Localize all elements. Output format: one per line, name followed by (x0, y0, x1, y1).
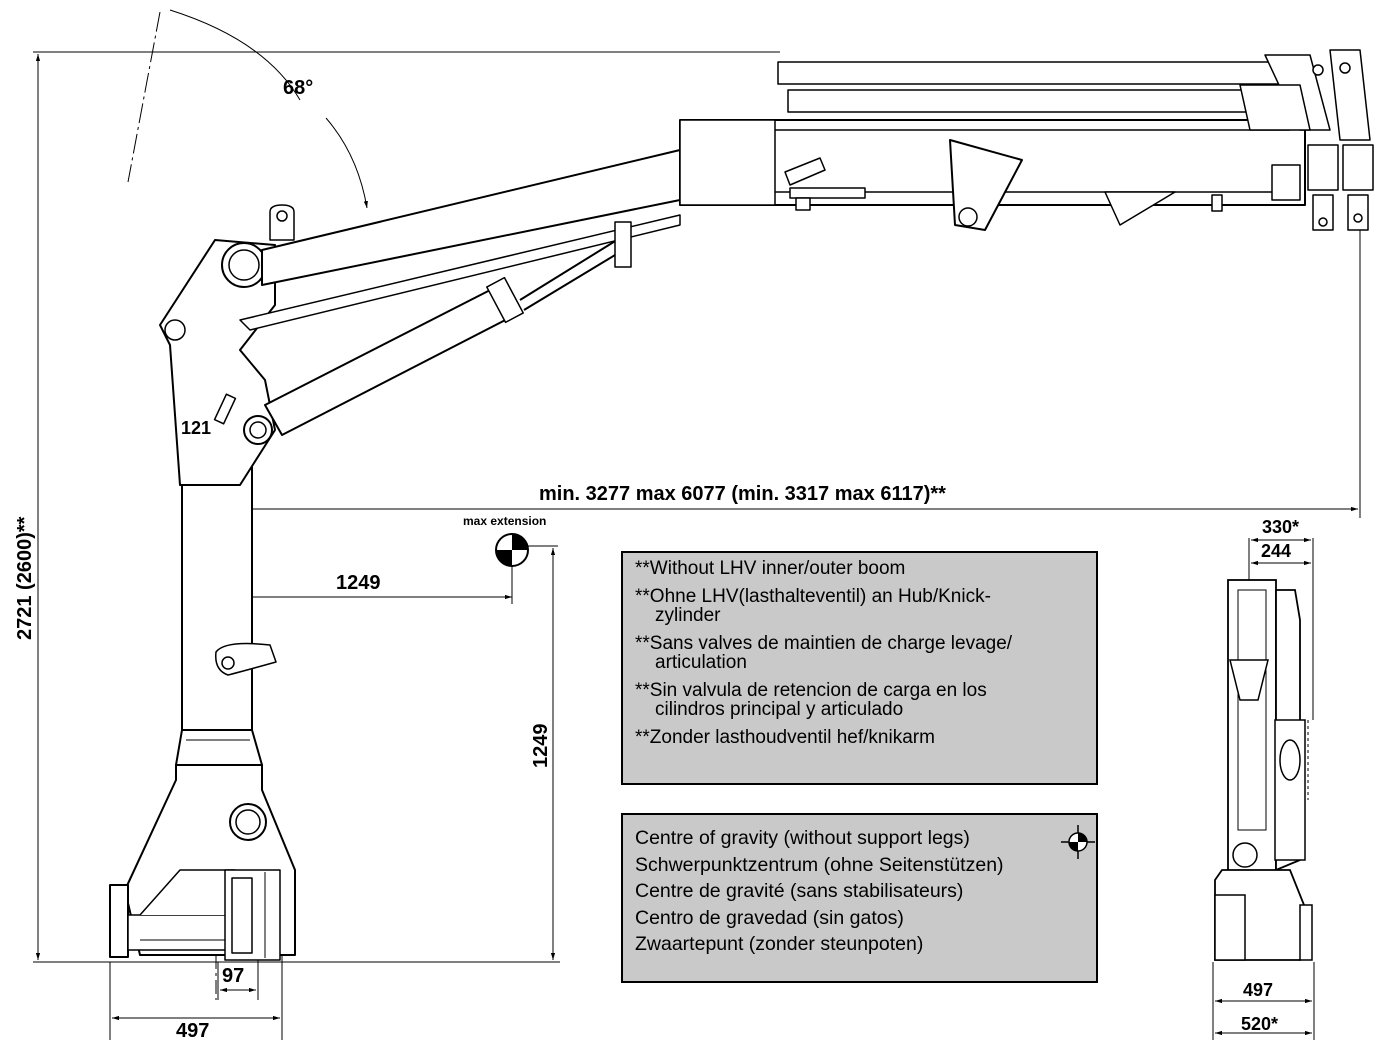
reach-label: min. 3277 max 6077 (min. 3317 max 6117)*… (539, 483, 946, 505)
note-item: **Zonder lasthoudventil hef/knikarm (635, 728, 1086, 747)
crane-side-view (109, 49, 1374, 961)
horizontal-cg-label: 1249 (336, 572, 381, 594)
note-line: **Without LHV inner/outer boom (635, 558, 906, 579)
angle-label: 68° (283, 77, 313, 99)
note-item: **Sin valvula de retencion de carga en l… (635, 681, 1086, 719)
cg-legend-line-de: Schwerpunktzentrum (ohne Seitenstützen) (635, 853, 1004, 876)
offset-97-label: 97 (222, 965, 244, 987)
side-width-497-label: 497 (1243, 980, 1273, 1000)
side-width-330-label: 330* (1262, 517, 1299, 537)
centre-of-gravity-legend: Centre of gravity (without support legs)… (621, 813, 1098, 983)
cg-legend-line-fr: Centre de gravité (sans stabilisateurs) (635, 880, 964, 902)
cg-legend-line-es: Centro de gravedad (sin gatos) (635, 906, 904, 929)
note-line: **Sin valvula de retencion de carga en l… (635, 680, 987, 701)
notes-box: **Without LHV inner/outer boom **Ohne LH… (621, 551, 1098, 785)
vertical-cg-label: 1249 (530, 724, 552, 769)
max-extension-label: max extension (463, 514, 546, 528)
note-line-continued: zylinder (655, 605, 721, 626)
note-line: **Sans valves de maintien de charge leva… (635, 633, 1013, 654)
note-item: **Ohne LHV(lasthalteventil) an Hub/Knick… (635, 587, 1086, 625)
side-width-520-label: 520* (1241, 1014, 1278, 1034)
base-width-label: 497 (176, 1020, 209, 1042)
note-line: **Zonder lasthoudventil hef/knikarm (635, 727, 935, 748)
cg-legend-line-en: Centre of gravity (without support legs) (635, 827, 970, 849)
end-view-dimension-lines (1212, 537, 1315, 1040)
total-height-label: 2721 (2600)** (14, 516, 36, 640)
cg-legend-icon (1061, 825, 1095, 859)
cg-legend-line-nl: Zwaartepunt (zonder steunpoten) (635, 933, 924, 955)
offset-121-label: 121 (181, 418, 211, 438)
note-item: **Without LHV inner/outer boom (635, 559, 1086, 578)
side-width-244-label: 244 (1261, 541, 1291, 561)
crane-end-view (1214, 579, 1313, 961)
note-line: **Ohne LHV(lasthalteventil) an Hub/Knick… (635, 586, 991, 607)
note-line-continued: articulation (655, 652, 747, 673)
note-line-continued: cilindros principal y articulado (655, 699, 904, 720)
centre-of-gravity-marker (495, 533, 529, 567)
note-item: **Sans valves de maintien de charge leva… (635, 634, 1086, 672)
